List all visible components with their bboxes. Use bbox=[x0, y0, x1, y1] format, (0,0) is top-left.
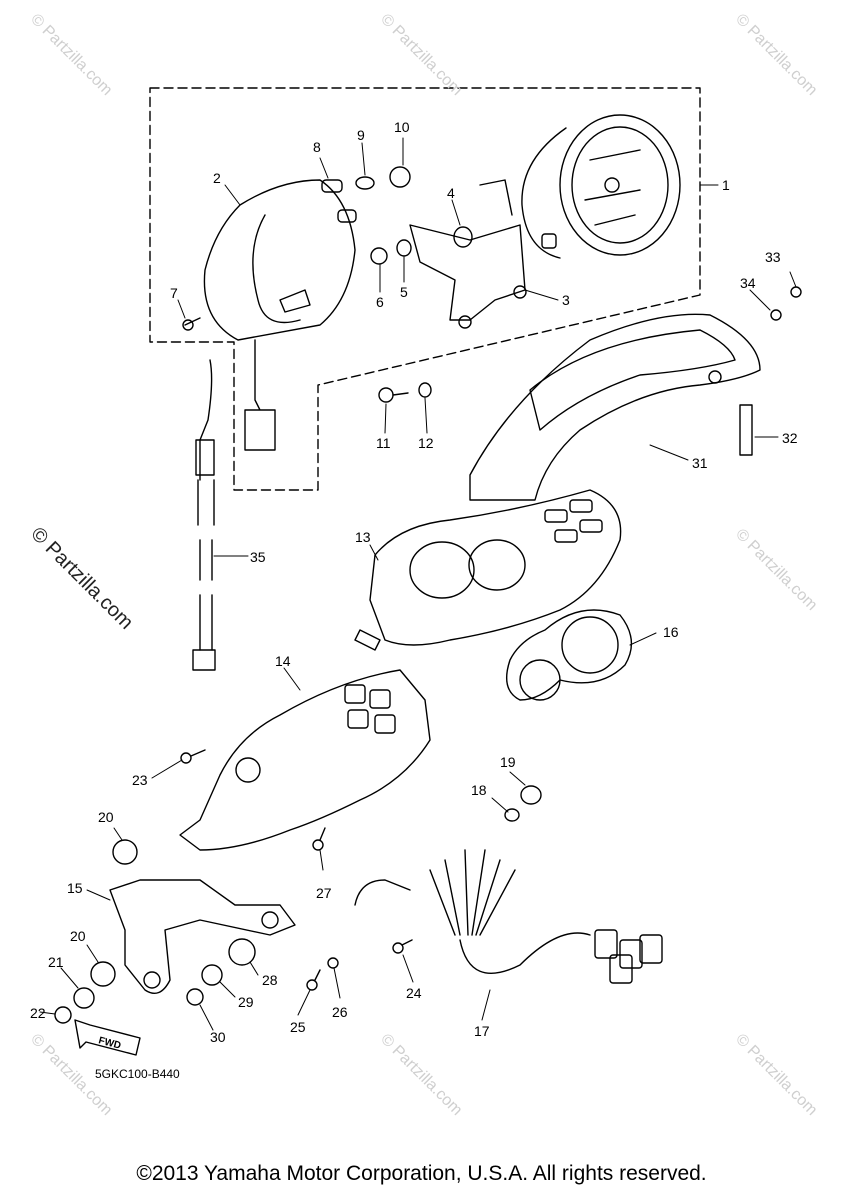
part-10-cap bbox=[389, 166, 411, 188]
fwd-label: FWD bbox=[97, 1035, 122, 1052]
part-19-cap bbox=[520, 785, 542, 805]
part-2-housing bbox=[203, 179, 356, 341]
faint-watermarks: © Partzilla.com © Partzilla.com © Partzi… bbox=[27, 11, 820, 1119]
fwd-arrow bbox=[74, 1019, 141, 1056]
part-27-screw bbox=[312, 827, 326, 851]
callout-29: 29 bbox=[238, 994, 254, 1010]
part-15-lower-bracket bbox=[109, 879, 296, 994]
callout-5: 5 bbox=[400, 284, 408, 300]
copyright-notice: ©2013 Yamaha Motor Corporation, U.S.A. A… bbox=[136, 1162, 707, 1185]
part-8-socket bbox=[321, 179, 357, 223]
callout-17: 17 bbox=[474, 1023, 490, 1039]
callout-27: 27 bbox=[316, 885, 332, 901]
callout-labels: 1 2 3 4 5 6 7 8 9 10 11 12 13 14 15 16 1… bbox=[30, 119, 798, 1045]
part-30-nut bbox=[186, 988, 204, 1006]
part-14-meter-case bbox=[179, 669, 431, 851]
callout-33: 33 bbox=[765, 249, 781, 265]
callout-8: 8 bbox=[313, 139, 321, 155]
part-20-grommet-upper bbox=[112, 839, 138, 865]
part-17-wire-harness bbox=[354, 849, 663, 984]
callout-31: 31 bbox=[692, 455, 708, 471]
part-20-grommet-lower bbox=[90, 961, 116, 987]
part-6-nut bbox=[370, 247, 388, 265]
part-29-washer bbox=[201, 964, 223, 986]
part-34-washer bbox=[770, 309, 782, 321]
callout-18: 18 bbox=[471, 782, 487, 798]
part-25-screw bbox=[306, 969, 321, 991]
part-26-washer bbox=[327, 957, 339, 969]
part-1-speedometer bbox=[521, 114, 681, 259]
callout-15: 15 bbox=[67, 880, 83, 896]
callout-23: 23 bbox=[132, 772, 148, 788]
watermark-faint: © Partzilla.com bbox=[732, 11, 820, 99]
part-18-bulb bbox=[504, 808, 520, 822]
harness-wire bbox=[244, 339, 276, 451]
callout-1: 1 bbox=[722, 177, 730, 193]
callout-30: 30 bbox=[210, 1029, 226, 1045]
callout-10: 10 bbox=[394, 119, 410, 135]
part-31-meter-cover bbox=[469, 313, 761, 501]
callout-2: 2 bbox=[213, 170, 221, 186]
callout-25: 25 bbox=[290, 1019, 306, 1035]
leader-lines bbox=[39, 137, 797, 1031]
assembly-dashed-boundary bbox=[149, 87, 701, 491]
callout-9: 9 bbox=[357, 127, 365, 143]
callout-35: 35 bbox=[250, 549, 266, 565]
callout-21: 21 bbox=[48, 954, 64, 970]
callout-13: 13 bbox=[355, 529, 371, 545]
watermark-faint: © Partzilla.com bbox=[27, 11, 115, 99]
part-21-washer bbox=[73, 987, 95, 1009]
watermark-faint: © Partzilla.com bbox=[377, 1031, 465, 1119]
part-23-screw bbox=[180, 749, 206, 764]
part-9-bulb bbox=[355, 176, 375, 190]
callout-6: 6 bbox=[376, 294, 384, 310]
part-4-grommet bbox=[453, 226, 473, 248]
callout-26: 26 bbox=[332, 1004, 348, 1020]
part-5-washer bbox=[396, 239, 412, 257]
callout-32: 32 bbox=[782, 430, 798, 446]
callout-11: 11 bbox=[376, 435, 391, 451]
part-22-nut bbox=[54, 1006, 72, 1024]
part-24-screw bbox=[392, 939, 413, 954]
part-32-strip bbox=[739, 404, 753, 456]
part-35-cable bbox=[192, 359, 216, 671]
callout-7: 7 bbox=[170, 285, 178, 301]
callout-4: 4 bbox=[447, 185, 455, 201]
part-3-bracket bbox=[409, 179, 527, 329]
callout-14: 14 bbox=[275, 653, 291, 669]
watermark-faint: © Partzilla.com bbox=[732, 526, 820, 614]
callout-12: 12 bbox=[418, 435, 434, 451]
part-12-washer bbox=[418, 382, 432, 398]
callout-20-lower: 20 bbox=[70, 928, 86, 944]
watermark-main: © Partzilla.com bbox=[26, 523, 137, 634]
callout-20-upper: 20 bbox=[98, 809, 114, 825]
callout-28: 28 bbox=[262, 972, 278, 988]
callout-19: 19 bbox=[500, 754, 516, 770]
diagram-code: 5GKC100-B440 bbox=[95, 1067, 180, 1081]
callout-22: 22 bbox=[30, 1005, 46, 1021]
part-7-screw bbox=[182, 317, 201, 331]
callout-3: 3 bbox=[562, 292, 570, 308]
part-13-meter-housing bbox=[354, 489, 622, 651]
part-11-bolt bbox=[378, 387, 409, 403]
watermark-faint: © Partzilla.com bbox=[732, 1031, 820, 1119]
callout-16: 16 bbox=[663, 624, 679, 640]
watermark-faint: © Partzilla.com bbox=[377, 11, 465, 99]
part-28-grommet bbox=[228, 938, 256, 966]
part-16-dial-face bbox=[506, 609, 633, 701]
callout-34: 34 bbox=[740, 275, 756, 291]
callout-24: 24 bbox=[406, 985, 422, 1001]
part-33-screw bbox=[790, 286, 802, 298]
